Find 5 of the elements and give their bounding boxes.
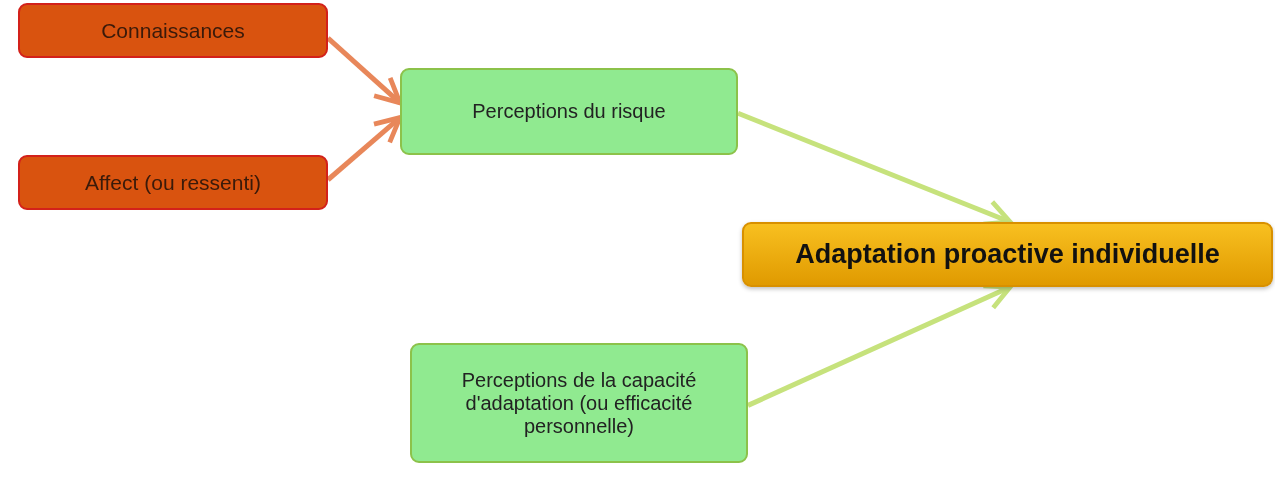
- source-box: Connaissances: [18, 3, 328, 58]
- process-box: Perceptions de la capacité d'adaptation (ou efficacité personnelle): [410, 343, 748, 463]
- source-box: Affect (ou ressenti): [18, 155, 328, 210]
- outcome-box: Adaptation proactive individuelle: [742, 222, 1273, 287]
- process-box: Perceptions du risque: [400, 68, 738, 155]
